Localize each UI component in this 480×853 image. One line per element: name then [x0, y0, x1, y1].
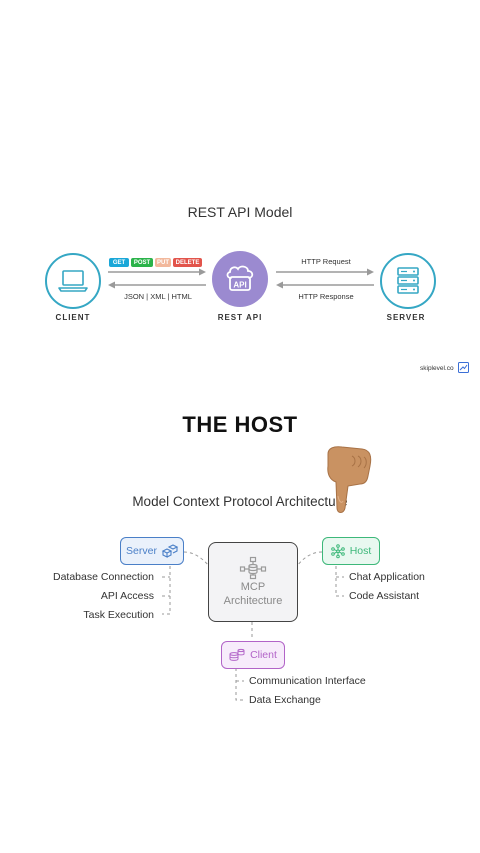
rest-api-node: API — [212, 251, 268, 307]
cube-stack-icon — [161, 544, 179, 558]
brand-text: skiplevel.co — [420, 365, 454, 372]
rest-diagram-title: REST API Model — [187, 204, 293, 220]
server-item-api-access: API Access — [100, 590, 154, 602]
database-client-icon — [229, 648, 245, 661]
laptop-icon — [58, 270, 88, 292]
formats-label: JSON | XML | HTML — [124, 292, 192, 301]
mcp-center-line2: Architecture — [223, 595, 283, 607]
http-response-label: HTTP Response — [298, 292, 354, 301]
mcp-client-label: Client — [250, 649, 277, 661]
client-node — [45, 253, 101, 309]
network-nodes-icon — [330, 544, 345, 559]
mcp-client-box: Client — [221, 641, 285, 669]
client-item-communication-interface: Communication Interface — [249, 675, 366, 687]
pointing-down-hand-icon — [327, 446, 372, 513]
api-badge-text: API — [233, 281, 246, 290]
host-item-code-assistant: Code Assistant — [349, 590, 420, 602]
database-network-icon — [239, 556, 267, 580]
mcp-diagram-title: Model Context Protocol Architecture — [132, 494, 348, 509]
client-label: CLIENT — [55, 313, 91, 322]
mcp-center-line1: MCP — [240, 581, 266, 593]
server-node — [380, 253, 436, 309]
rest-arrows — [108, 268, 374, 289]
mcp-center-box: MCP Architecture — [208, 542, 298, 622]
mcp-host-box: Host — [322, 537, 380, 565]
method-delete-badge: DELETE — [173, 258, 202, 267]
method-put-badge: PUT — [155, 258, 171, 267]
method-get-badge: GET — [109, 258, 129, 267]
server-item-database-connection: Database Connection — [53, 571, 154, 583]
client-item-data-exchange: Data Exchange — [249, 694, 321, 706]
section-heading: THE HOST — [182, 412, 298, 437]
server-item-task-execution: Task Execution — [83, 609, 154, 621]
server-label: SERVER — [386, 313, 426, 322]
http-request-label: HTTP Request — [301, 257, 351, 266]
brand-logo-icon — [458, 362, 469, 373]
rest-api-label: REST API — [217, 313, 263, 322]
mcp-host-label: Host — [349, 545, 372, 557]
method-post-badge: POST — [131, 258, 153, 267]
cloud-api-icon: API — [226, 265, 254, 291]
mcp-server-label: Server — [126, 545, 157, 557]
host-item-chat-application: Chat Application — [349, 571, 425, 583]
mcp-server-box: Server — [120, 537, 184, 565]
server-rack-icon — [397, 267, 419, 294]
